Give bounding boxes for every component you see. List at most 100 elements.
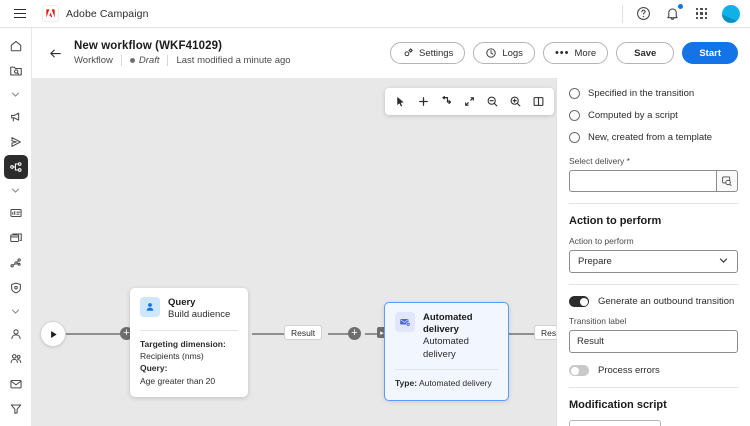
panel-divider-3 <box>569 387 738 388</box>
workflow-actions: Settings Logs ••• More Save Start <box>390 42 750 64</box>
sidebar-item-workflows[interactable] <box>3 155 28 179</box>
panel-content: Specified in the transition Computed by … <box>557 78 750 426</box>
sidebar-item-landing-pages[interactable] <box>4 226 28 250</box>
start-button[interactable]: Start <box>682 42 738 64</box>
sidebar-item-filters[interactable] <box>4 397 28 421</box>
radio-icon <box>569 131 580 143</box>
radio-label: Specified in the transition <box>588 87 695 99</box>
report-icon <box>9 208 22 218</box>
action-select[interactable]: Prepare <box>569 250 738 273</box>
radio-new-from-template[interactable]: New, created from a template <box>569 126 738 148</box>
sidebar-item-journeys[interactable] <box>4 130 28 154</box>
outbound-transition-toggle[interactable] <box>569 296 589 307</box>
panel-divider-1 <box>569 203 738 204</box>
node-divider <box>395 369 498 371</box>
sidebar-collapse-1[interactable] <box>4 84 28 104</box>
window-icon <box>9 233 22 243</box>
action-field-label: Action to perform <box>569 236 634 246</box>
radio-icon <box>569 87 580 99</box>
zoom-out-tool[interactable] <box>482 91 503 112</box>
cursor-icon <box>397 96 404 107</box>
node-field1-label: Targeting dimension: <box>140 338 226 349</box>
left-nav-rail <box>0 28 32 426</box>
outbound-transition-label: Generate an outbound transition <box>598 296 735 307</box>
adobe-a-icon <box>46 9 55 18</box>
process-errors-toggle-row: Process errors <box>569 365 738 376</box>
picker-search-icon <box>722 176 732 187</box>
workflow-meta: Workflow Draft Last modified a minute ag… <box>74 55 291 66</box>
radio-label: New, created from a template <box>588 131 713 143</box>
sidebar-item-data-model[interactable] <box>4 251 28 275</box>
save-button[interactable]: Save <box>616 42 675 64</box>
delivery-picker-button[interactable] <box>716 170 738 192</box>
add-activity-button-1[interactable]: + <box>120 327 133 340</box>
back-arrow-icon[interactable] <box>44 42 66 64</box>
transition-label-input[interactable] <box>569 330 738 353</box>
radio-label: Computed by a script <box>588 109 678 121</box>
meta-divider-1 <box>120 55 122 66</box>
sidebar-collapse-3[interactable] <box>4 301 28 321</box>
add-tool[interactable] <box>413 91 434 112</box>
user-avatar[interactable] <box>722 4 740 23</box>
transition-tool[interactable] <box>436 91 457 112</box>
zoom-in-tool[interactable] <box>505 91 526 112</box>
bell-icon[interactable] <box>664 3 684 22</box>
more-button[interactable]: ••• More <box>542 42 609 64</box>
workflow-start-node[interactable] <box>40 321 66 347</box>
create-script-button[interactable]: Create script <box>569 420 661 426</box>
sidebar-collapse-2[interactable] <box>4 180 28 200</box>
hamburger-icon[interactable] <box>6 0 34 28</box>
sidebar-item-audiences[interactable] <box>4 347 28 371</box>
chevron-down-icon <box>11 308 20 314</box>
workflow-canvas[interactable]: + ▸ Query Build audience Targeting dimen… <box>32 78 556 426</box>
panel-toggle-tool[interactable] <box>528 91 549 112</box>
outbound-transition-toggle-row: Generate an outbound transition <box>569 296 738 307</box>
sidebar-item-reports[interactable] <box>4 201 28 225</box>
clock-icon <box>486 48 496 58</box>
page-title: New workflow (WKF41029) <box>74 40 222 52</box>
process-errors-toggle[interactable] <box>569 365 589 376</box>
node-type: Build audience <box>168 308 231 320</box>
radio-icon <box>569 109 580 121</box>
sidebar-item-privacy[interactable] <box>4 276 28 300</box>
workflow-node-query[interactable]: Query Build audience Targeting dimension… <box>130 288 248 397</box>
node-field2-label: Query: <box>140 363 168 374</box>
panel-divider-2 <box>569 284 738 285</box>
chevron-down-icon <box>11 187 20 193</box>
gear-icon <box>404 48 413 57</box>
sidebar-item-campaigns[interactable] <box>4 105 28 129</box>
workflow-header: New workflow (WKF41029) Workflow Draft L… <box>32 28 750 78</box>
transition-label-chip-1[interactable]: Result <box>284 325 323 340</box>
action-select-value: Prepare <box>578 256 612 267</box>
help-icon[interactable] <box>635 5 652 22</box>
transition-label-chip-2[interactable]: Resu <box>534 325 556 340</box>
app-grid-icon[interactable] <box>693 5 710 22</box>
radio-computed-by-script[interactable]: Computed by a script <box>569 104 738 126</box>
workflow-node-automated-delivery[interactable]: Automated delivery Automated delivery Ty… <box>384 302 509 401</box>
sidebar-item-profiles[interactable] <box>4 322 28 346</box>
flow-line-1 <box>66 333 126 335</box>
mail-gear-glyph-icon <box>400 319 411 327</box>
settings-label: Settings <box>419 47 454 59</box>
radio-specified-in-transition[interactable]: Specified in the transition <box>569 82 738 104</box>
fit-tool[interactable] <box>459 91 480 112</box>
transition-arrow-2[interactable]: ▸ <box>377 327 387 338</box>
sidebar-item-home[interactable] <box>4 34 28 58</box>
select-tool[interactable] <box>390 91 411 112</box>
node-details: Type: Automated delivery <box>395 377 498 389</box>
settings-button[interactable]: Settings <box>390 42 466 64</box>
node-type: Automated delivery <box>423 335 469 360</box>
logs-label: Logs <box>502 47 523 59</box>
sidebar-item-messages[interactable] <box>4 372 28 396</box>
sidebar-item-explore[interactable] <box>4 59 28 83</box>
delivery-mail-icon <box>395 312 415 332</box>
logs-button[interactable]: Logs <box>473 42 535 64</box>
activity-properties-panel: Specified in the transition Computed by … <box>556 78 750 426</box>
add-activity-button-2[interactable]: + <box>348 327 361 340</box>
action-section-title: Action to perform <box>569 215 662 227</box>
play-icon <box>50 330 57 338</box>
select-delivery-input[interactable] <box>569 170 716 192</box>
global-topbar: Adobe Campaign <box>0 0 750 28</box>
megaphone-icon <box>10 112 19 122</box>
node-header: Automated delivery Automated delivery <box>395 312 498 361</box>
